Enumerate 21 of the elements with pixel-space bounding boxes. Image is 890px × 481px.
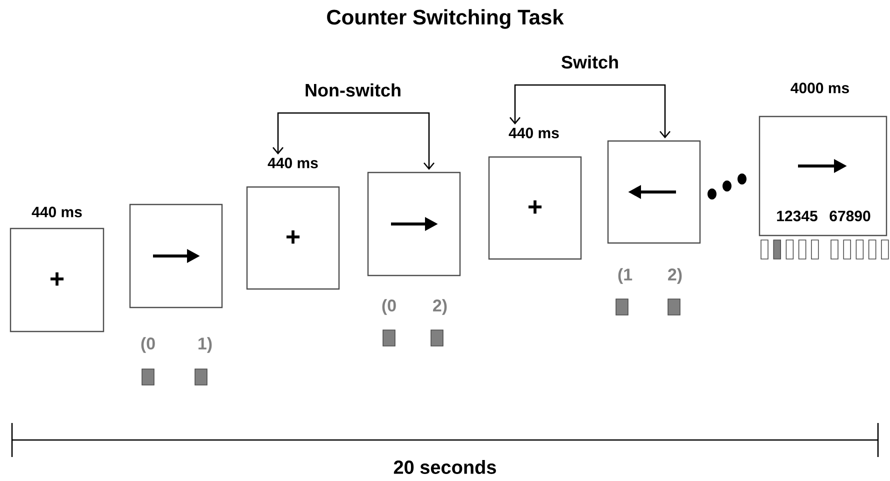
timeline-label: 20 seconds	[394, 460, 496, 474]
stimulus-screen: +	[488, 156, 582, 260]
edge-label: Switch	[562, 55, 618, 69]
duration-label: 440 ms	[508, 128, 559, 138]
duration-label: 440 ms	[32, 206, 82, 218]
duration-label: 440 ms	[268, 158, 318, 168]
stimulus-screen: +	[246, 186, 340, 290]
counter-value: (0	[382, 299, 396, 315]
stimulus-screen: +	[10, 228, 104, 332]
counter-value: 1)	[198, 337, 212, 353]
digit-string: 67890	[830, 210, 870, 222]
duration-label: 4000 ms	[790, 82, 849, 94]
title: Counter Switching Task	[327, 9, 564, 29]
digit-string: 12345	[777, 210, 818, 222]
counter-value: (0	[141, 337, 155, 353]
counter-value: 2)	[668, 268, 682, 284]
bracket-arrow	[272, 112, 434, 170]
counter-value: 2)	[433, 299, 447, 315]
bracket-arrow	[510, 84, 670, 138]
edge-label: Non-switch	[306, 83, 400, 97]
counter-value: (1	[618, 268, 632, 284]
